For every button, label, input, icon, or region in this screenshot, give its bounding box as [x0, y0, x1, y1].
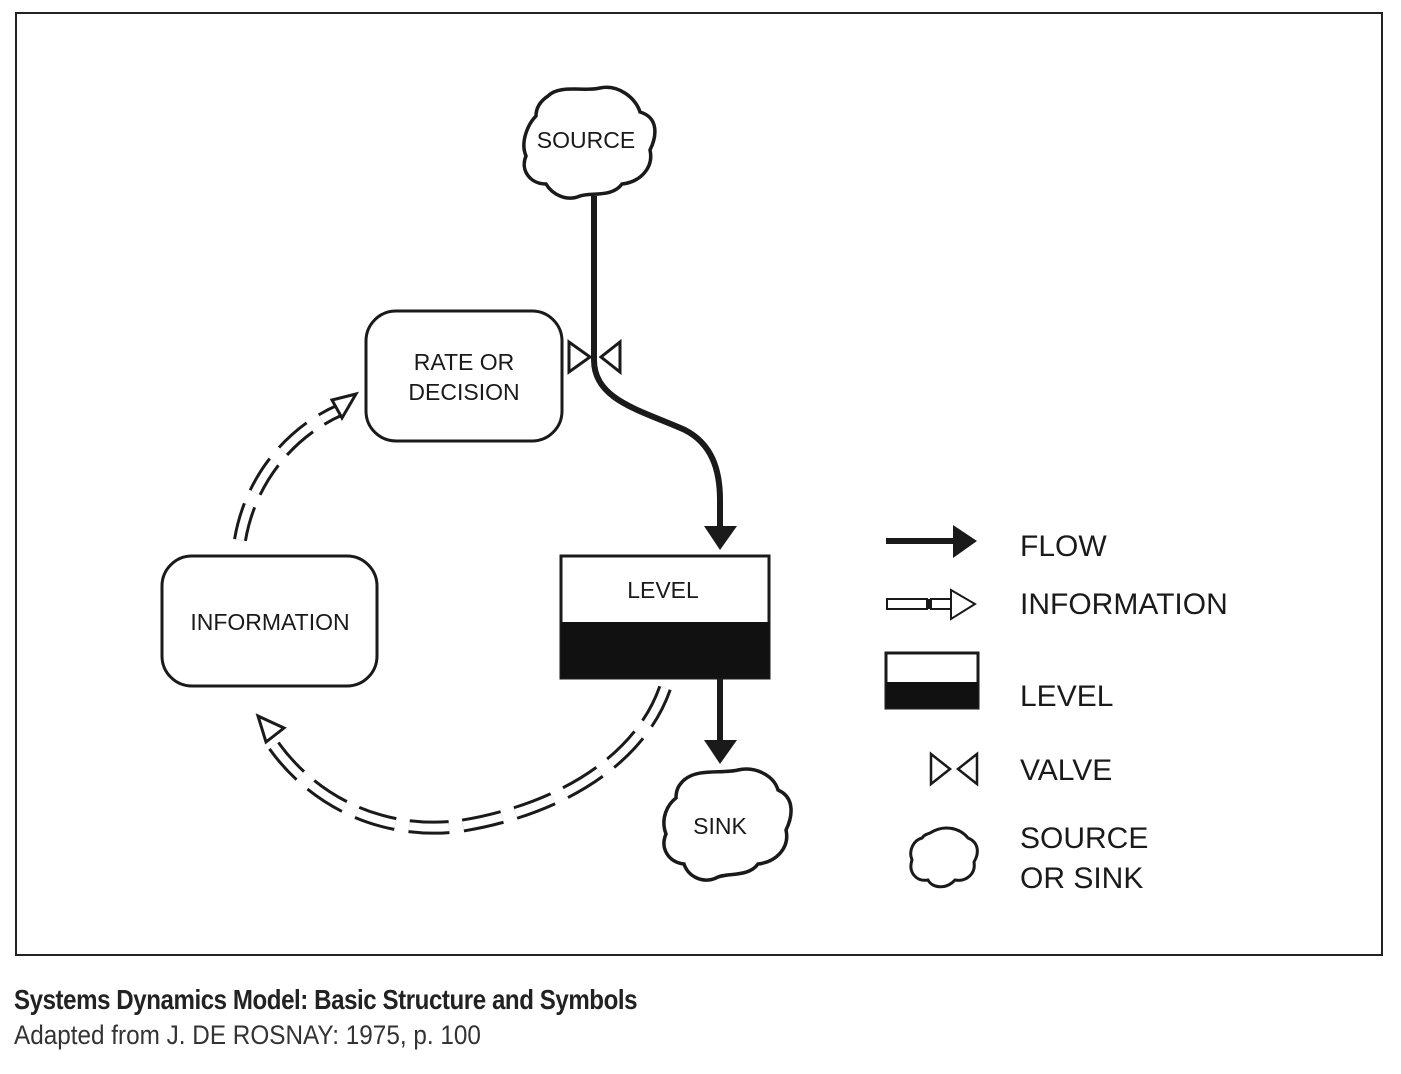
rate-label-line2: DECISION: [408, 379, 519, 405]
flow-arrowhead-sink-icon: [704, 740, 737, 764]
legend-flow: FLOW: [886, 525, 1107, 563]
information-arrow-information-to-rate: [233, 391, 360, 542]
legend-source-or-sink: SOURCE OR SINK: [909, 822, 1148, 895]
legend-level: LEVEL: [884, 651, 1113, 713]
legend-sink-label: OR SINK: [1020, 862, 1143, 895]
sink-cloud: SINK: [662, 767, 793, 882]
information-arrowhead-icon: [329, 391, 360, 422]
figure-caption: Systems Dynamics Model: Basic Structure …: [14, 984, 739, 1051]
legend-valve-label: VALVE: [1020, 754, 1112, 787]
legend-flow-label: FLOW: [1020, 530, 1107, 563]
legend-source-label: SOURCE: [1020, 822, 1148, 855]
level-icon: [884, 651, 980, 710]
rate-or-decision-node: RATE OR DECISION: [364, 309, 564, 443]
information-arrow-icon: [886, 588, 977, 621]
level-node: LEVEL: [559, 554, 771, 680]
cloud-icon: [909, 826, 979, 889]
source-cloud: SOURCE: [522, 85, 657, 200]
caption-title: Systems Dynamics Model: Basic Structure …: [14, 984, 638, 1015]
rate-label-line1: RATE OR: [414, 349, 515, 375]
level-label: LEVEL: [627, 577, 699, 603]
source-label: SOURCE: [537, 127, 635, 153]
legend: FLOW INFORMATION LEVEL VALVE: [884, 525, 1228, 895]
information-node: INFORMATION: [160, 554, 379, 688]
caption-subtitle: Adapted from J. DE ROSNAY: 1975, p. 100: [14, 1020, 481, 1050]
flow-arrowhead-level-icon: [704, 526, 737, 550]
legend-valve: VALVE: [929, 751, 1112, 787]
legend-information: INFORMATION: [886, 588, 1228, 621]
sink-label: SINK: [693, 813, 747, 839]
information-arrowhead-icon: [255, 713, 287, 745]
legend-level-label: LEVEL: [1020, 680, 1113, 713]
legend-information-label: INFORMATION: [1020, 588, 1228, 621]
flow-line-source-to-level: [591, 196, 723, 528]
valve-icon: [567, 338, 622, 376]
information-arrow-level-to-information: [255, 685, 672, 835]
valve-icon: [929, 751, 979, 787]
information-label: INFORMATION: [190, 609, 349, 635]
